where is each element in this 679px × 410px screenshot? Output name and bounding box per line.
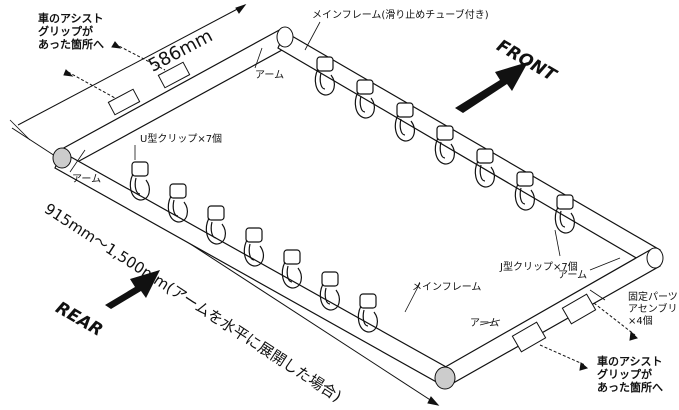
arm-label-left: アーム: [72, 174, 102, 185]
u-clip: [205, 205, 226, 245]
label-line: グリップが: [597, 368, 652, 381]
front-arrow-icon: [455, 62, 528, 113]
j-clip: [474, 148, 495, 188]
arrow-head: [427, 396, 440, 406]
j-clip-label: J型クリップ×7個: [500, 262, 578, 273]
assist-grip-label-bottom: 車のアシスト グリップが あった箇所へ: [597, 355, 663, 394]
j-clip: [434, 125, 455, 165]
arm-label-bottom: アーム: [470, 318, 500, 329]
label-line: あった箇所へ: [597, 381, 663, 394]
label-line: あった箇所へ: [38, 38, 104, 51]
dashed-leader: [114, 43, 166, 71]
assist-grip-label-top: 車のアシスト グリップが あった箇所へ: [38, 12, 104, 51]
fixing-part: [561, 293, 597, 325]
fixing-part: [107, 88, 141, 116]
main-frame-tube-label: メインフレーム(滑り止めチューブ付き): [312, 10, 489, 21]
u-clip: [129, 161, 150, 201]
j-clip: [314, 56, 335, 96]
rear-arrow-icon: [105, 270, 160, 309]
arm-label-right: アーム: [558, 270, 588, 281]
front-main-frame: [277, 31, 661, 267]
label-line: 車のアシスト: [597, 355, 663, 368]
label-line: グリップが: [38, 25, 93, 38]
end-cap: [52, 147, 72, 169]
main-frame-label: メインフレーム: [412, 282, 482, 293]
u-clip: [243, 227, 264, 267]
j-clip: [554, 194, 575, 234]
arrow-head: [235, 4, 247, 14]
u-clip: [357, 293, 378, 333]
u-clip-label: U型クリップ×7個: [140, 134, 223, 145]
arm-label-top: アーム: [255, 70, 285, 81]
label-line: 固定パーツ: [628, 292, 678, 303]
width-dimension-line: [17, 4, 246, 126]
fixing-part: [511, 321, 547, 353]
u-clip: [319, 271, 340, 311]
label-line: 車のアシスト: [38, 12, 104, 25]
end-cap: [434, 366, 456, 390]
j-clip: [354, 79, 375, 119]
fixing-parts-label: 固定パーツ アセンブリ ×4個: [628, 292, 678, 328]
u-clip: [167, 183, 188, 223]
label-line: アセンブリ: [628, 304, 678, 315]
label-line: ×4個: [628, 316, 653, 327]
fixing-part: [157, 61, 191, 89]
u-clip: [281, 249, 302, 289]
j-clip: [394, 102, 415, 142]
j-clip: [514, 171, 535, 211]
